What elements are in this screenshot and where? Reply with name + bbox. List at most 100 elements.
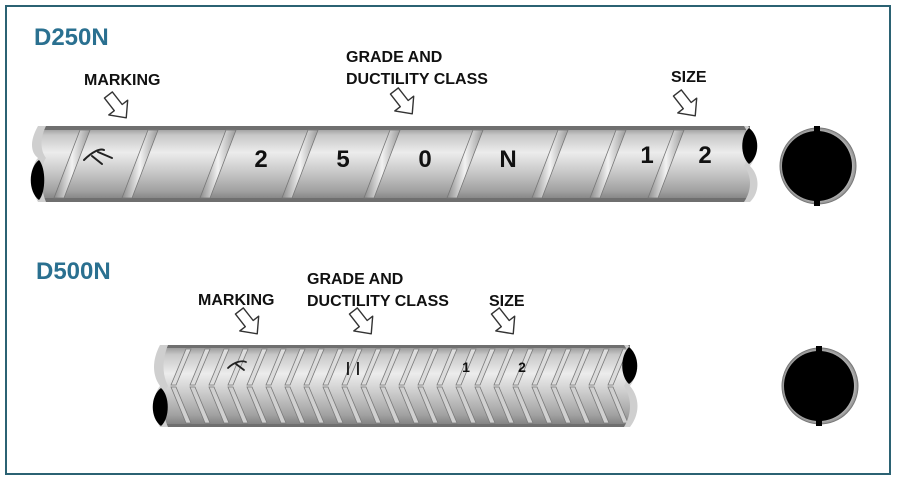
bar-title-d500n: D500N (36, 258, 111, 285)
upper-chevron-rib-d500n (550, 348, 572, 386)
upper-chevron-rib-d500n (398, 348, 420, 386)
lower-chevron-rib-d500n (398, 386, 420, 424)
size-arrow-icon (490, 307, 516, 335)
label-grade-line2-d250n: DUCTILITY CLASS (346, 71, 488, 88)
rebar-d250n: 2 5 0 N 1 2 (30, 126, 758, 202)
upper-chevron-rib-d500n (322, 348, 344, 386)
rebar-d500n: | | 1 2 (152, 345, 638, 427)
mill-marking-symbol-d250n (83, 148, 113, 165)
upper-chevron-rib-d500n (208, 348, 230, 386)
lower-chevron-rib-d500n (569, 386, 591, 424)
lower-chevron-rib-d500n (455, 386, 477, 424)
lower-chevron-rib-d500n (588, 386, 610, 424)
label-marking-d250n: MARKING (84, 72, 161, 89)
size-arrow-icon (672, 89, 698, 117)
mill-marking-symbol-d500n (227, 360, 247, 371)
label-grade-line2-d500n: DUCTILITY CLASS (307, 293, 449, 310)
transverse-rib-d250n (199, 129, 237, 199)
lower-chevron-rib-d500n (474, 386, 496, 424)
cross-section-rib-top-d500n (816, 346, 822, 354)
bar-left-cut-d250n (30, 160, 45, 200)
lower-chevron-rib-d500n (322, 386, 344, 424)
size-digit-d250n: 1 (640, 142, 653, 169)
transverse-rib-d250n (446, 129, 484, 199)
bar-top-rib-d250n (38, 126, 750, 130)
lower-chevron-rib-d500n (531, 386, 553, 424)
transverse-rib-d250n (53, 129, 91, 199)
lower-chevron-rib-d500n (227, 386, 249, 424)
grade-character-d500n: | (346, 359, 350, 375)
cross-section-rib-bottom-d500n (816, 418, 822, 426)
lower-chevron-rib-d500n (436, 386, 458, 424)
lower-chevron-rib-d500n (284, 386, 306, 424)
upper-chevron-rib-d500n (436, 348, 458, 386)
cross-section-core-d500n (784, 351, 854, 421)
bar-right-cut-d250n (742, 128, 758, 164)
grade-character-d250n: 2 (254, 146, 267, 173)
grade-character-d250n: 5 (336, 146, 349, 173)
cross-section-rib-bottom-d250n (814, 198, 820, 206)
upper-chevron-rib-d500n (417, 348, 439, 386)
transverse-rib-d250n (589, 129, 627, 199)
transverse-ribs-d500n (170, 348, 629, 424)
upper-chevron-rib-d500n (189, 348, 211, 386)
upper-chevron-rib-d500n (170, 348, 192, 386)
cross-section-core-d250n (782, 131, 852, 201)
lower-chevron-rib-d500n (550, 386, 572, 424)
cross-section-rib-top-d250n (814, 126, 820, 134)
label-grade-line1-d250n: GRADE AND (346, 49, 443, 66)
cross-section-d500n (781, 346, 859, 426)
label-size-d500n: SIZE (489, 293, 525, 310)
label-marking-d500n: MARKING (198, 292, 275, 309)
transverse-rib-d250n (121, 129, 159, 199)
upper-chevron-rib-d500n (341, 348, 363, 386)
grade-character-d250n: 0 (418, 146, 431, 173)
marking-arrow-icon (234, 307, 260, 335)
lower-chevron-rib-d500n (208, 386, 230, 424)
transverse-rib-d250n (647, 129, 685, 199)
grade-arrow-icon (389, 87, 415, 115)
size-digit-d500n: 2 (518, 359, 526, 375)
transverse-rib-d250n (531, 129, 569, 199)
bar-left-cut-d500n (152, 388, 168, 426)
lower-chevron-rib-d500n (417, 386, 439, 424)
upper-chevron-rib-d500n (284, 348, 306, 386)
transverse-rib-d250n (363, 129, 401, 199)
lower-chevron-rib-d500n (379, 386, 401, 424)
label-size-d250n: SIZE (671, 69, 707, 86)
lower-chevron-rib-d500n (170, 386, 192, 424)
transverse-rib-d250n (281, 129, 319, 199)
lower-chevron-rib-d500n (493, 386, 515, 424)
upper-chevron-rib-d500n (303, 348, 325, 386)
upper-chevron-rib-d500n (531, 348, 553, 386)
upper-chevron-rib-d500n (569, 348, 591, 386)
bar-bottom-rib-d500n (160, 424, 630, 427)
upper-chevron-rib-d500n (246, 348, 268, 386)
lower-chevron-rib-d500n (341, 386, 363, 424)
bar-right-cut-d500n (622, 347, 638, 384)
transverse-ribs-d250n (53, 129, 685, 199)
marking-arrow-icon (103, 91, 129, 119)
lower-chevron-rib-d500n (360, 386, 382, 424)
upper-chevron-rib-d500n (360, 348, 382, 386)
upper-chevron-rib-d500n (512, 348, 534, 386)
size-digit-d500n: 1 (462, 359, 470, 375)
grade-arrow-icon (348, 307, 374, 335)
pointer-arrows (103, 87, 698, 335)
lower-chevron-rib-d500n (246, 386, 268, 424)
cross-section-d250n (779, 126, 857, 206)
upper-chevron-rib-d500n (379, 348, 401, 386)
upper-chevron-rib-d500n (227, 348, 249, 386)
grade-character-d500n: | (356, 359, 360, 375)
upper-chevron-rib-d500n (474, 348, 496, 386)
upper-chevron-rib-d500n (607, 348, 629, 386)
bar-top-rib-d500n (160, 345, 630, 348)
lower-chevron-rib-d500n (265, 386, 287, 424)
size-digit-d250n: 2 (698, 142, 711, 169)
ductility-character-d250n: N (499, 146, 516, 173)
bar-title-d250n: D250N (34, 24, 109, 51)
upper-chevron-rib-d500n (588, 348, 610, 386)
upper-chevron-rib-d500n (455, 348, 477, 386)
